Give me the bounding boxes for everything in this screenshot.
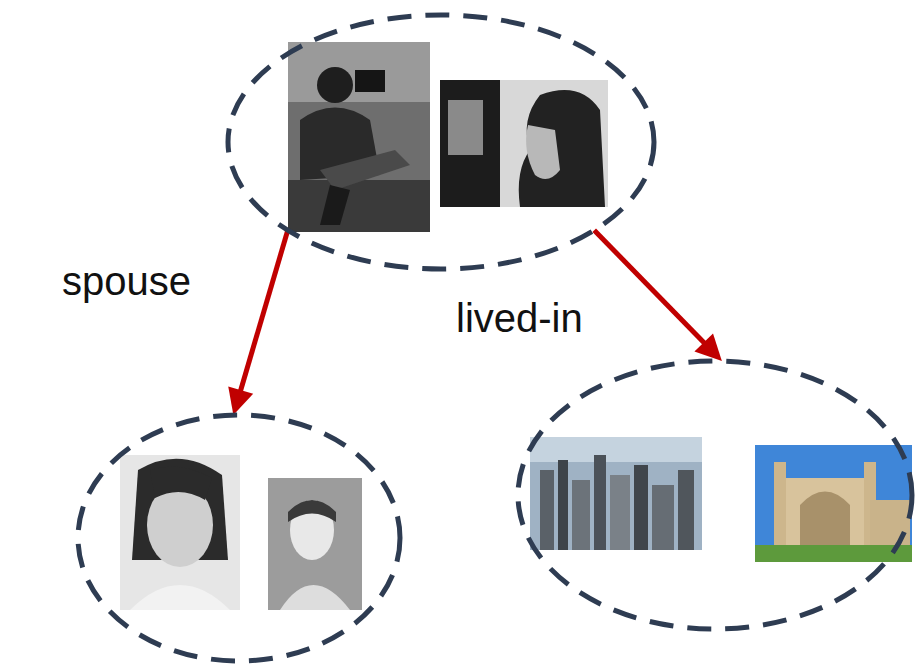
cathedral-photo xyxy=(755,445,912,562)
arrow-head xyxy=(228,386,253,415)
dashed-ellipse xyxy=(78,415,400,661)
arrow-shaft xyxy=(240,230,288,394)
city-photo xyxy=(530,437,702,550)
dashed-ellipse-outline xyxy=(225,12,657,272)
dashed-ellipse xyxy=(518,361,912,629)
group-ellipse xyxy=(75,412,403,664)
spouse-photo xyxy=(268,478,362,610)
relation-label: spouse xyxy=(58,258,195,304)
relation-arrow xyxy=(228,230,288,415)
portrait-photo xyxy=(440,80,608,207)
arrow-shaft xyxy=(594,230,706,345)
dashed-ellipse-outline xyxy=(515,358,915,632)
relation-label: lived-in xyxy=(452,295,587,341)
dashed-ellipse xyxy=(228,15,654,269)
arrow-head xyxy=(694,333,721,361)
spouse-photo xyxy=(120,455,240,610)
director-photo xyxy=(288,42,430,232)
relation-arrow xyxy=(594,230,722,361)
dashed-ellipse-outline xyxy=(75,412,403,664)
group-ellipse xyxy=(225,12,657,272)
group-ellipse xyxy=(515,358,915,632)
